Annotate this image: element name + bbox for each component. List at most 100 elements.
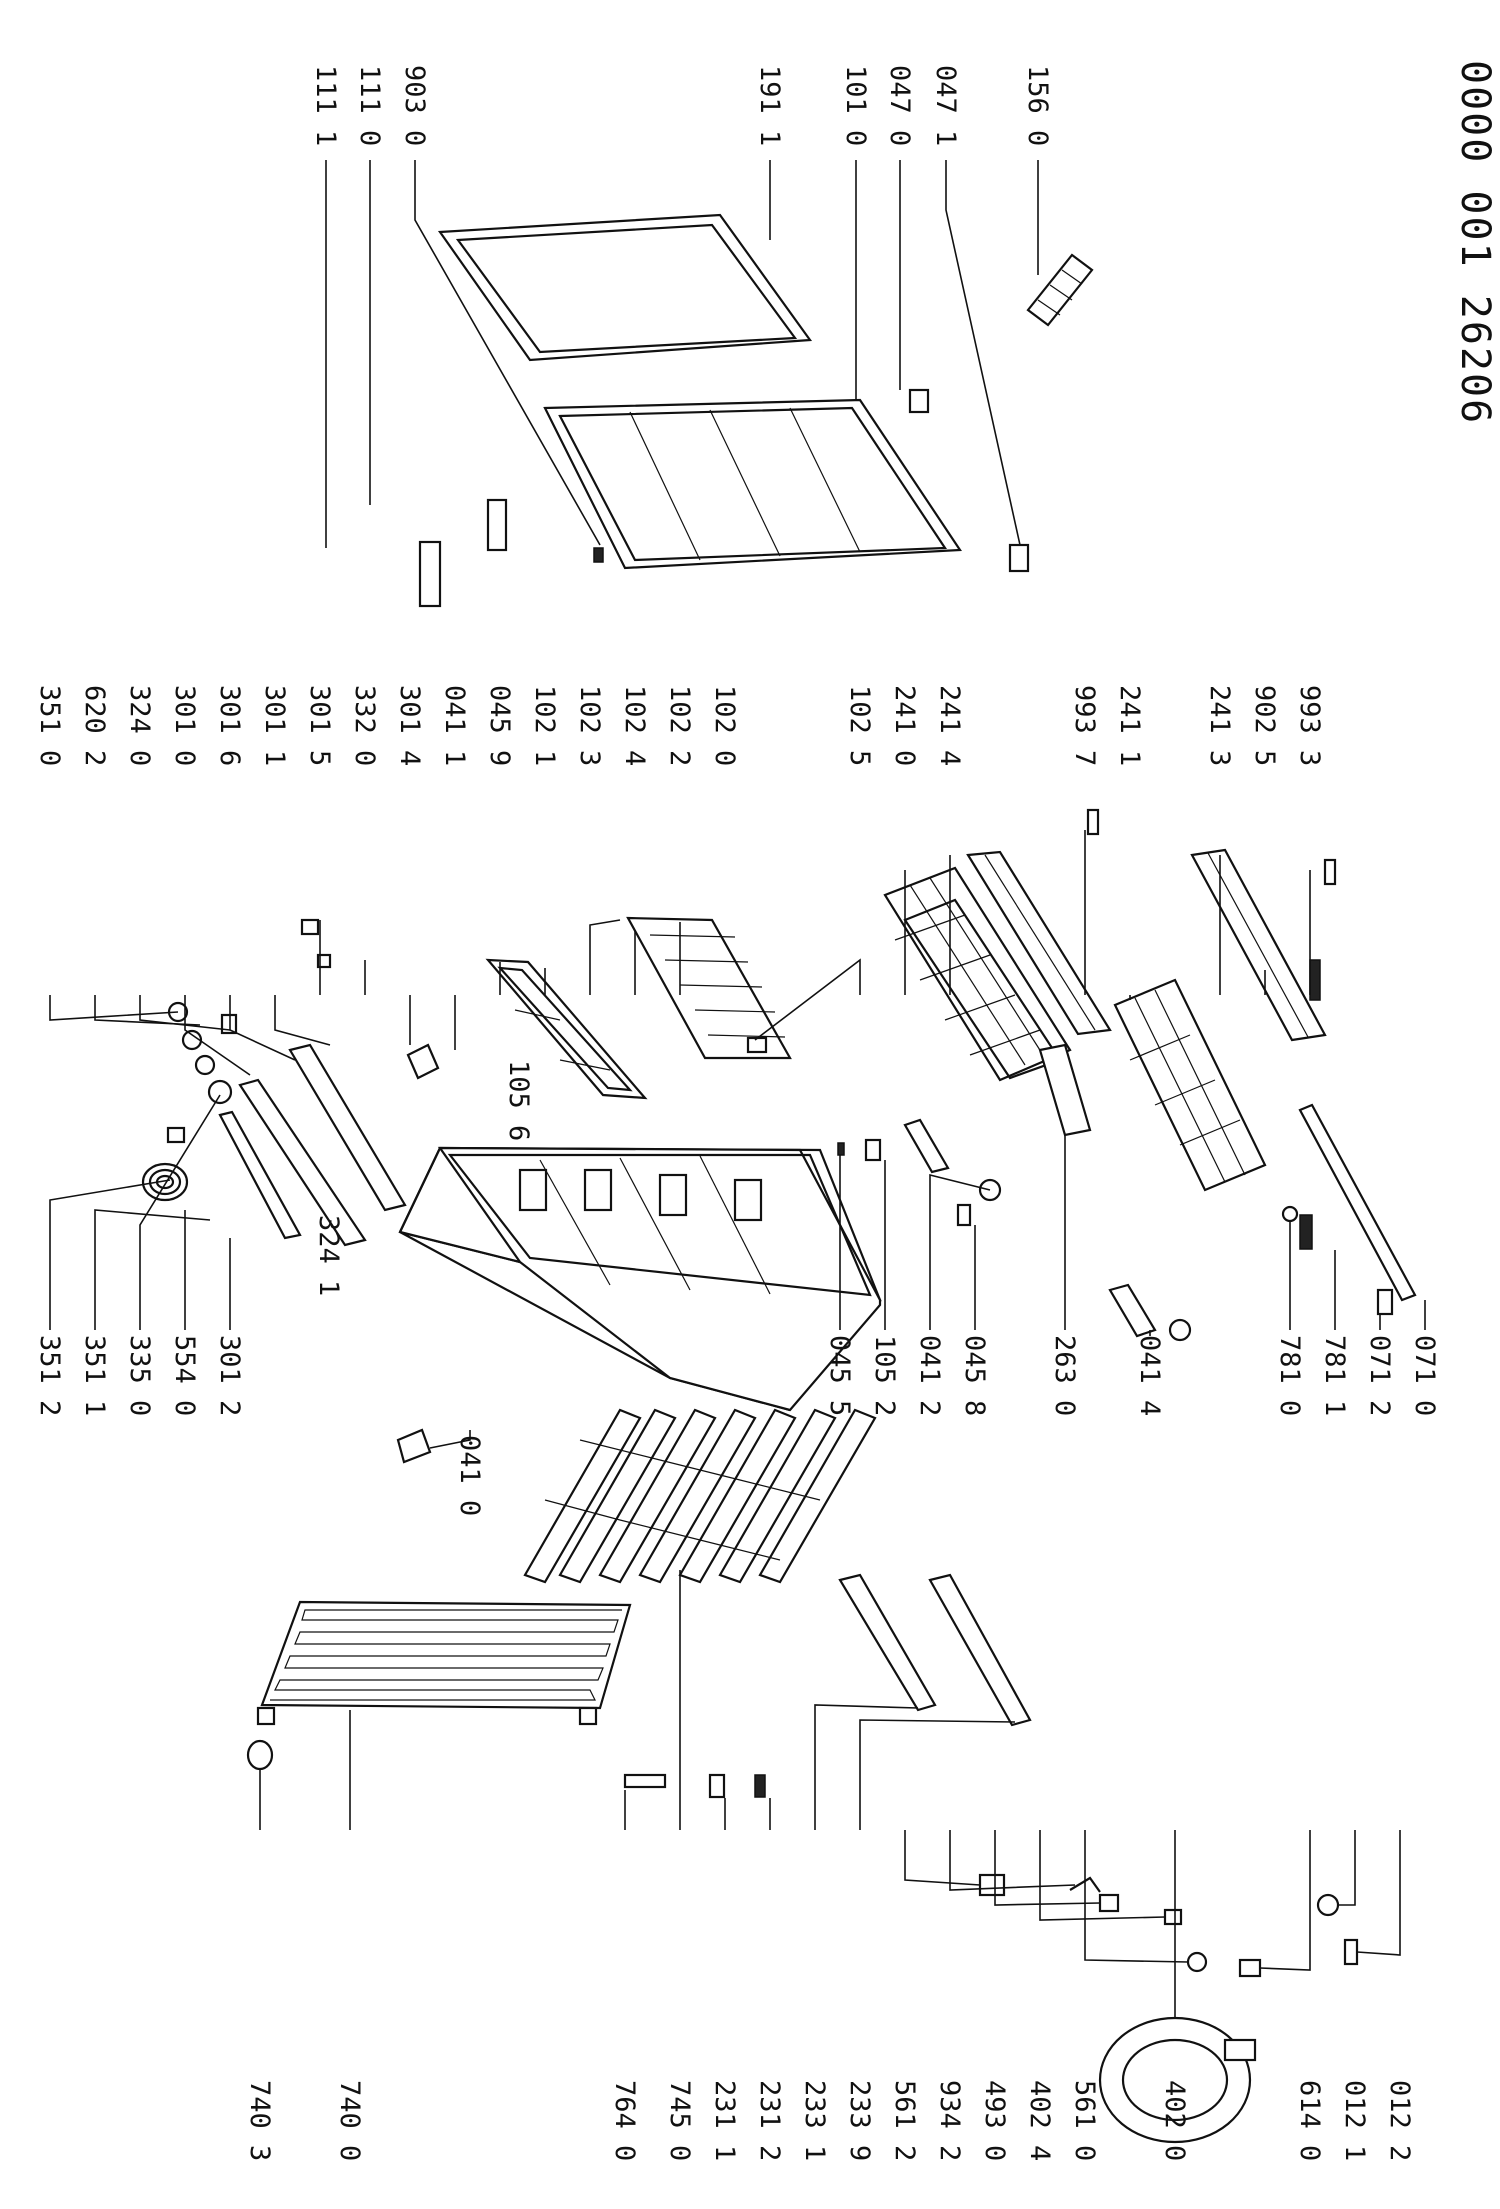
label-781-0: 781 0 bbox=[1274, 1335, 1305, 1416]
label-071-0: 071 0 bbox=[1409, 1335, 1440, 1416]
label-561-2: 561 2 bbox=[889, 2080, 920, 2161]
label-047-1: 047 1 bbox=[930, 65, 961, 146]
label-102-2: 102 2 bbox=[664, 685, 695, 766]
label-324-1: 324 1 bbox=[313, 1215, 344, 1296]
part-301-5-shape bbox=[316, 953, 332, 969]
cabinet-group bbox=[49, 808, 1426, 1464]
label-041-2: 041 2 bbox=[914, 1335, 945, 1416]
thermostat-shape bbox=[141, 1126, 189, 1202]
cooling-group bbox=[246, 1408, 1401, 2144]
door-panel-shape bbox=[543, 398, 962, 570]
label-041-1: 041 1 bbox=[439, 685, 470, 766]
label-301-0: 301 0 bbox=[169, 685, 200, 766]
label-111-1: 111 1 bbox=[310, 65, 341, 146]
door-group bbox=[325, 160, 1094, 608]
label-045-8: 045 8 bbox=[959, 1335, 990, 1416]
label-045-9: 045 9 bbox=[484, 685, 515, 766]
rail-233-9-shape bbox=[928, 1573, 1032, 1727]
label-191-1: 191 1 bbox=[754, 65, 785, 146]
part-993-7-shape bbox=[1086, 808, 1100, 836]
label-241-4: 241 4 bbox=[934, 685, 965, 766]
label-047-0: 047 0 bbox=[884, 65, 915, 146]
flap-shape bbox=[626, 916, 792, 1060]
label-301-4: 301 4 bbox=[394, 685, 425, 766]
part-231-2-shape bbox=[754, 1774, 766, 1798]
label-241-0: 241 0 bbox=[889, 685, 920, 766]
label-903-0: 903 0 bbox=[399, 65, 430, 146]
label-993-3: 993 3 bbox=[1294, 685, 1325, 766]
label-101-0: 101 0 bbox=[840, 65, 871, 146]
label-351-2: 351 2 bbox=[34, 1335, 65, 1416]
drawer-front-top-shape bbox=[966, 850, 1112, 1036]
basket-large-shape bbox=[883, 866, 1072, 1082]
label-233-9: 233 9 bbox=[844, 2080, 875, 2161]
label-740-3: 740 3 bbox=[244, 2080, 275, 2161]
labels-middle-top: 351 0 620 2 324 0 301 0 301 6 301 1 301 … bbox=[34, 685, 1325, 766]
label-241-1: 241 1 bbox=[1114, 685, 1145, 766]
evaporator-shape bbox=[523, 1408, 877, 1584]
part-561-2-shape bbox=[978, 1873, 1006, 1897]
flap-frame-shape bbox=[485, 958, 648, 1100]
rail-233-1-shape bbox=[838, 1573, 937, 1712]
label-041-4: 041 4 bbox=[1134, 1335, 1165, 1416]
hinge-parts-shape bbox=[908, 388, 1030, 573]
part-402-4-shape bbox=[1163, 1908, 1183, 1926]
plinth-shape bbox=[1281, 1103, 1417, 1316]
label-934-2: 934 2 bbox=[934, 2080, 965, 2161]
label-902-5: 902 5 bbox=[1249, 685, 1280, 766]
label-156-0: 156 0 bbox=[1022, 65, 1053, 146]
label-554-0: 554 0 bbox=[169, 1335, 200, 1416]
labels-left-bottom: 740 3 740 0 764 0 745 0 231 1 231 2 233 … bbox=[244, 2080, 1415, 2161]
relay-shape bbox=[1238, 1958, 1262, 1978]
door-gasket-shape bbox=[437, 213, 813, 362]
label-332-0: 332 0 bbox=[349, 685, 380, 766]
label-740-0: 740 0 bbox=[334, 2080, 365, 2161]
label-493-0: 493 0 bbox=[979, 2080, 1010, 2161]
ice-tray-shape bbox=[1026, 253, 1094, 327]
sensor-740-3-shape bbox=[246, 1739, 274, 1771]
strip-263-shape bbox=[1038, 1043, 1092, 1137]
lower-hinge-shape bbox=[837, 1118, 1002, 1227]
hinge-041-0-shape bbox=[396, 1428, 432, 1464]
label-561-0: 561 0 bbox=[1069, 2080, 1100, 2161]
hinge-041-1-shape bbox=[406, 1043, 440, 1080]
drawer-front-bottom-shape bbox=[1190, 848, 1327, 1042]
basket-small-shape bbox=[1113, 978, 1267, 1192]
label-745-0: 745 0 bbox=[664, 2080, 695, 2161]
label-993-7: 993 7 bbox=[1069, 685, 1100, 766]
condenser-shape bbox=[256, 1600, 632, 1726]
label-102-1: 102 1 bbox=[529, 685, 560, 766]
label-781-1: 781 1 bbox=[1319, 1335, 1350, 1416]
label-111-0: 111 0 bbox=[354, 65, 385, 146]
label-102-0: 102 0 bbox=[709, 685, 740, 766]
sleeve-shape bbox=[1343, 1938, 1359, 1966]
label-620-2: 620 2 bbox=[79, 685, 110, 766]
door-handle-shape bbox=[418, 498, 604, 608]
label-301-6: 301 6 bbox=[214, 685, 245, 766]
part-993-3-shape bbox=[1323, 858, 1337, 886]
label-301-2: 301 2 bbox=[214, 1335, 245, 1416]
labels-right-top: 111 1 111 0 903 0 191 1 101 0 047 0 047 … bbox=[310, 65, 1053, 146]
label-402-4: 402 4 bbox=[1024, 2080, 1055, 2161]
label-045-5: 045 5 bbox=[824, 1335, 855, 1416]
label-041-0: 041 0 bbox=[454, 1435, 485, 1516]
label-231-2: 231 2 bbox=[754, 2080, 785, 2161]
label-102-3: 102 3 bbox=[574, 685, 605, 766]
label-351-1: 351 1 bbox=[79, 1335, 110, 1416]
label-231-1: 231 1 bbox=[709, 2080, 740, 2161]
part-493-0-shape bbox=[1098, 1893, 1120, 1913]
document-number: 0000 001 26206 bbox=[1452, 60, 1498, 425]
grommet-shape bbox=[1316, 1893, 1340, 1917]
knobs-shape bbox=[167, 1001, 238, 1105]
label-102-4: 102 4 bbox=[619, 685, 650, 766]
label-241-3: 241 3 bbox=[1204, 685, 1235, 766]
part-934-2-shape bbox=[1069, 1876, 1101, 1893]
label-233-1: 233 1 bbox=[799, 2080, 830, 2161]
labels-inner: 324 1 105 6 bbox=[313, 1060, 534, 1296]
label-402-0: 402 0 bbox=[1159, 2080, 1190, 2161]
label-351-0: 351 0 bbox=[34, 685, 65, 766]
label-614-0: 614 0 bbox=[1294, 2080, 1325, 2161]
label-105-6: 105 6 bbox=[503, 1060, 534, 1141]
drier-shape bbox=[623, 1773, 667, 1789]
